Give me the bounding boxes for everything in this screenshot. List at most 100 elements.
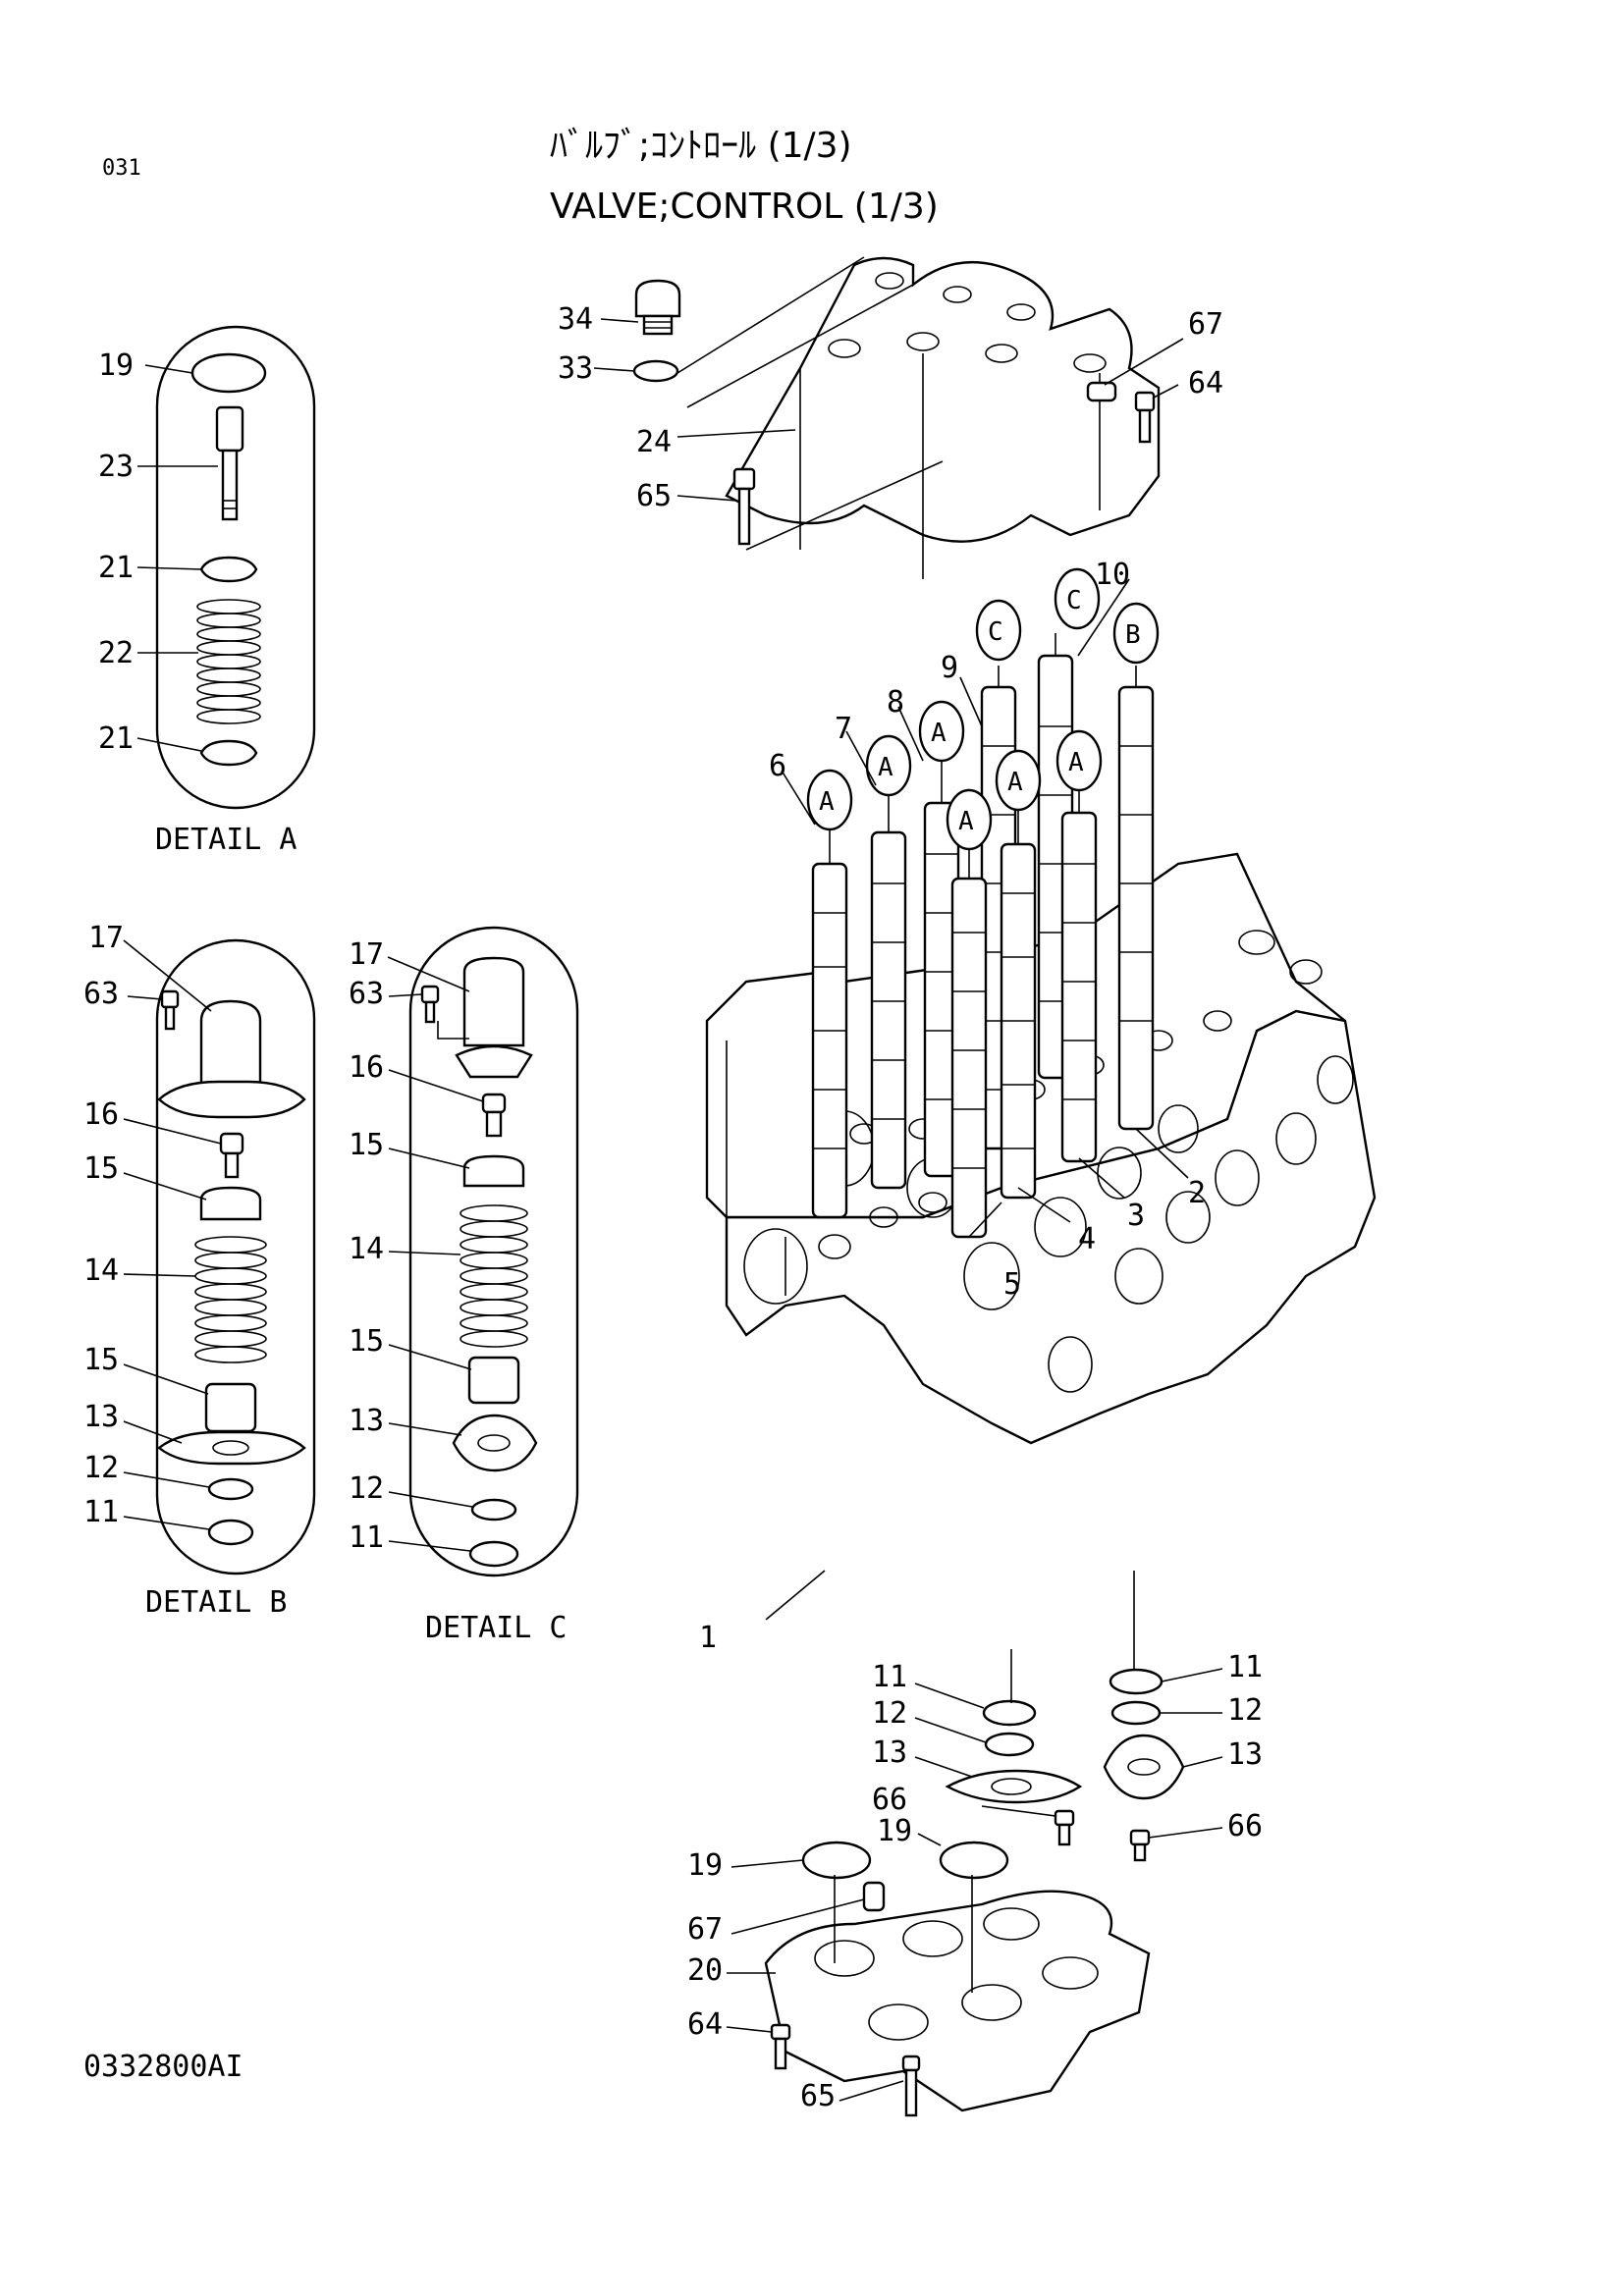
label-a-19: 19 xyxy=(98,348,134,383)
o-ring-12-c xyxy=(470,1498,517,1522)
label-b-17: 17 xyxy=(88,921,124,955)
flange-13-bottom-left xyxy=(945,1769,1083,1804)
spring-seat-15-c-top xyxy=(462,1154,525,1188)
cap-17-flange xyxy=(157,1080,306,1119)
spring-seat-21-top xyxy=(199,556,258,583)
o-ring-12-bottom-left xyxy=(984,1732,1035,1757)
spring-22 xyxy=(196,599,261,724)
o-ring-19 xyxy=(190,352,267,394)
label-c-15-bottom: 15 xyxy=(349,1324,384,1359)
label-9: 9 xyxy=(941,651,958,685)
detail-c-outline xyxy=(408,926,579,1577)
label-b-13: 13 xyxy=(83,1400,119,1434)
label-64-top: 64 xyxy=(1188,366,1223,400)
label-66-bottom-left: 66 xyxy=(872,1783,907,1817)
detail-a-group: 19 23 21 22 21 DETAIL A xyxy=(98,325,316,857)
o-ring-33 xyxy=(632,359,679,383)
o-ring-19-bottom-right xyxy=(939,1841,1009,1880)
o-ring-11-c xyxy=(468,1540,519,1568)
detail-b-outline xyxy=(155,938,316,1575)
title-japanese: ﾊﾞﾙﾌﾞ;ｺﾝﾄﾛｰﾙ (1/3) xyxy=(550,126,852,166)
label-a-21-bottom: 21 xyxy=(98,721,134,756)
tag-text-8: A xyxy=(931,719,947,748)
label-b-15-bottom: 15 xyxy=(83,1343,119,1377)
tag-text-6: A xyxy=(819,787,835,817)
flange-13 xyxy=(157,1430,306,1466)
tag-spool-4 xyxy=(995,749,1042,812)
label-b-12: 12 xyxy=(83,1451,119,1485)
detail-b-caption: DETAIL B xyxy=(145,1585,288,1620)
spring-14-c xyxy=(460,1204,528,1348)
flange-13-bottom-right xyxy=(1103,1734,1185,1800)
detail-c-group: 17 63 16 15 14 15 13 12 11 DETAIL C xyxy=(349,926,579,1645)
label-19-bottom-right: 19 xyxy=(877,1814,912,1848)
label-c-13: 13 xyxy=(349,1404,384,1438)
bolt-23-shaft xyxy=(221,449,239,521)
o-ring-12 xyxy=(207,1477,254,1501)
label-b-14: 14 xyxy=(83,1254,119,1288)
spool-3 xyxy=(1060,785,1098,1163)
label-20: 20 xyxy=(687,1953,723,1988)
flange-13-c xyxy=(452,1414,538,1472)
drawing-number: 0332800AI xyxy=(83,2050,243,2084)
label-12-bottom-left: 12 xyxy=(872,1696,907,1731)
spring-seat-21-bottom xyxy=(199,739,258,767)
label-67-bottom: 67 xyxy=(687,1912,723,1947)
cover-24-body xyxy=(725,256,1161,543)
label-a-21-top: 21 xyxy=(98,551,134,585)
cap-17 xyxy=(199,999,262,1087)
spool-4 xyxy=(1000,805,1037,1200)
cap-17-c-flange xyxy=(455,1044,533,1079)
spools-group: A A A A A A C C B 6 7 8 9 10 5 4 3 2 1 xyxy=(699,558,1206,1655)
label-2: 2 xyxy=(1188,1176,1206,1210)
spool-2 xyxy=(1117,666,1155,1131)
label-c-14: 14 xyxy=(349,1232,384,1266)
spring-14 xyxy=(194,1236,267,1363)
screw-63-c xyxy=(420,985,440,1004)
label-34: 34 xyxy=(558,302,593,337)
label-13-bottom-left: 13 xyxy=(872,1735,907,1770)
label-66-bottom-right: 66 xyxy=(1227,1809,1263,1843)
label-b-11: 11 xyxy=(83,1495,119,1529)
label-67-top: 67 xyxy=(1188,307,1223,342)
tag-spool-8 xyxy=(918,700,965,763)
label-13-bottom-right: 13 xyxy=(1227,1737,1263,1772)
spool-6 xyxy=(811,829,848,1219)
tag-spool-10 xyxy=(1054,567,1101,630)
plug-34 xyxy=(634,279,681,318)
spring-seat-15-bottom xyxy=(204,1382,257,1433)
tag-spool-2 xyxy=(1112,602,1160,665)
label-65-bottom: 65 xyxy=(800,2079,836,2113)
label-8: 8 xyxy=(887,685,904,720)
tag-text-2: B xyxy=(1125,620,1141,650)
label-11-bottom-right: 11 xyxy=(1227,1650,1263,1684)
bolt-66-bottom-right xyxy=(1129,1829,1151,1846)
label-c-11: 11 xyxy=(349,1521,384,1555)
label-12-bottom-right: 12 xyxy=(1227,1693,1263,1728)
pin-67-top xyxy=(1086,381,1117,402)
label-1: 1 xyxy=(699,1621,717,1655)
label-c-15-top: 15 xyxy=(349,1128,384,1162)
o-ring-19-bottom-left xyxy=(801,1841,872,1880)
bolt-64-top xyxy=(1134,391,1156,412)
part-16 xyxy=(219,1132,244,1155)
spool-5 xyxy=(950,844,988,1239)
label-c-16: 16 xyxy=(349,1050,384,1085)
part-16-c xyxy=(481,1093,507,1114)
cap-17-c xyxy=(462,956,525,1047)
spring-seat-15-top xyxy=(199,1186,262,1221)
tag-spool-3 xyxy=(1055,729,1103,792)
top-cover-group: 34 33 24 65 67 64 xyxy=(558,256,1223,579)
pin-67-bottom xyxy=(862,1881,886,1912)
label-5: 5 xyxy=(1003,1267,1021,1302)
tag-spool-5 xyxy=(946,788,993,851)
tag-text-9: C xyxy=(988,617,1003,647)
tag-spool-9 xyxy=(975,599,1022,662)
label-a-22: 22 xyxy=(98,636,134,670)
page-number: 031 xyxy=(102,156,141,181)
label-65-top: 65 xyxy=(636,479,672,513)
o-ring-11-bottom-right xyxy=(1109,1668,1163,1695)
bottom-assembly-group: 11 12 13 66 19 19 67 20 64 65 11 12 13 6… xyxy=(687,1571,1263,2117)
